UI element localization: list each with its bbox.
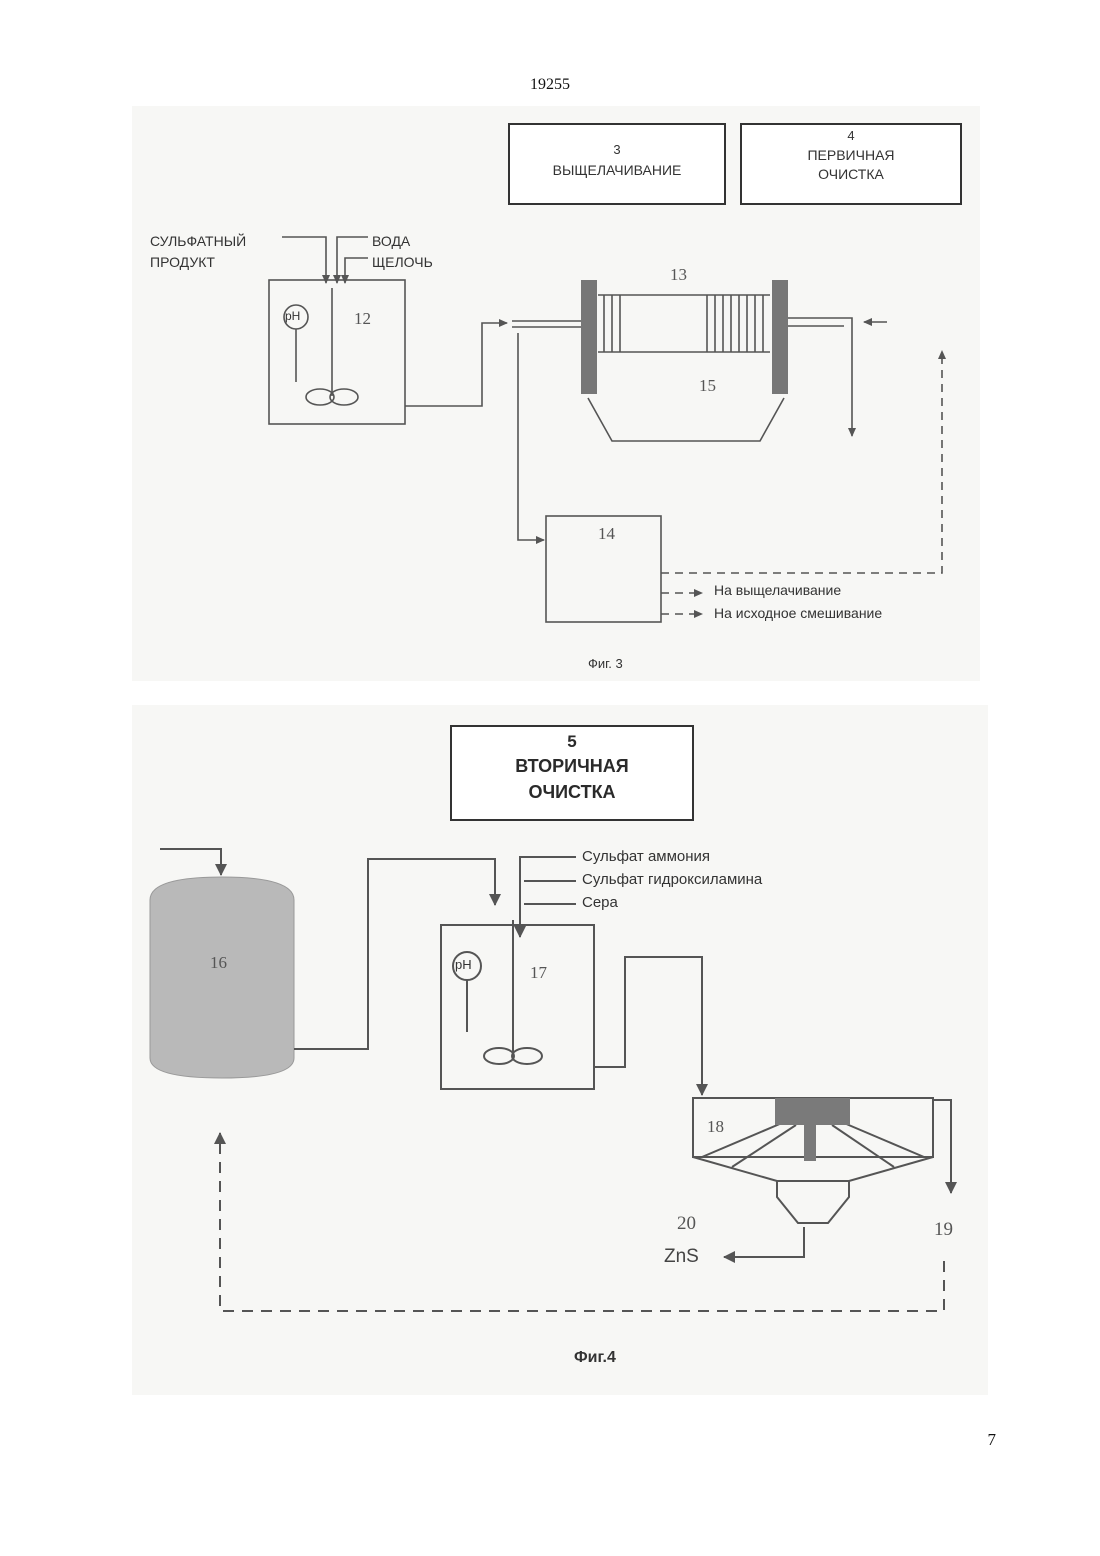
stage-5-box: 5 ВТОРИЧНАЯ ОЧИСТКА bbox=[450, 725, 694, 821]
reagent-ammonium-sulfate: Сульфат аммония bbox=[582, 846, 710, 868]
to-leaching-label: На выщелачивание bbox=[714, 580, 841, 601]
stage-4-name-line2: ОЧИСТКА bbox=[742, 165, 960, 184]
precipitation-reactor-vessel bbox=[441, 925, 594, 1089]
recycle-return-dashed bbox=[220, 1133, 944, 1311]
unit-15-number: 15 bbox=[699, 376, 716, 396]
stage-3-box: 3 ВЫЩЕЛАЧИВАНИЕ bbox=[508, 123, 726, 205]
unit-17-number: 17 bbox=[530, 963, 547, 983]
overflow-line bbox=[933, 1100, 951, 1193]
sulfate-feed-line bbox=[282, 237, 326, 283]
reactor-to-filter-line bbox=[405, 323, 507, 406]
storage-tank bbox=[150, 877, 294, 1078]
filtrate-tray bbox=[588, 398, 784, 441]
figure-3: 3 ВЫЩЕЛАЧИВАНИЕ 4 ПЕРВИЧНАЯ ОЧИСТКА СУЛЬ… bbox=[132, 106, 980, 681]
leaching-reactor-vessel bbox=[269, 280, 405, 424]
reagent-sulfur: Сера bbox=[582, 892, 618, 914]
alkali-label: ЩЕЛОЧЬ bbox=[372, 252, 433, 273]
tank-feed-line bbox=[160, 849, 221, 875]
tank-to-reactor-line bbox=[294, 859, 495, 1049]
unit-20-number: 20 bbox=[677, 1213, 696, 1235]
reagent-hydroxylamine-sulfate: Сульфат гидроксиламина bbox=[582, 869, 762, 891]
filter-press-head-left bbox=[581, 280, 597, 394]
water-label: ВОДА bbox=[372, 231, 410, 252]
zns-product-label: ZnS bbox=[664, 1246, 699, 1268]
reactor-ph-label: pH bbox=[455, 957, 472, 972]
unit-19-number: 19 bbox=[934, 1219, 953, 1241]
figure-4: 5 ВТОРИЧНАЯ ОЧИСТКА Сульфат аммония Суль… bbox=[132, 705, 988, 1395]
unit-14-number: 14 bbox=[598, 524, 615, 544]
reactor-blade-right bbox=[512, 1048, 542, 1064]
unit-13-number: 13 bbox=[670, 265, 687, 285]
filtrate-to-tank-line bbox=[518, 333, 544, 540]
reactor-to-thickener-line bbox=[594, 957, 702, 1095]
stage-3-name: ВЫЩЕЛАЧИВАНИЕ bbox=[510, 160, 724, 181]
sulfate-product-label-1: СУЛЬФАТНЫЙ bbox=[150, 231, 246, 252]
thickener-shaft bbox=[804, 1125, 816, 1161]
thickener-hopper bbox=[777, 1181, 849, 1223]
filter-plates bbox=[604, 295, 763, 352]
to-mixing-label: На исходное смешивание bbox=[714, 603, 882, 624]
filter-outlet-line bbox=[788, 318, 852, 436]
unit-12-number: 12 bbox=[354, 309, 371, 329]
stage-4-number: 4 bbox=[742, 125, 960, 146]
stage-4-box: 4 ПЕРВИЧНАЯ ОЧИСТКА bbox=[740, 123, 962, 205]
stage-4-name-line1: ПЕРВИЧНАЯ bbox=[742, 146, 960, 165]
stage-5-number: 5 bbox=[452, 731, 692, 753]
page-header-number: 19255 bbox=[0, 76, 1100, 94]
unit-16-number: 16 bbox=[210, 953, 227, 973]
zns-outlet-line bbox=[724, 1227, 804, 1257]
stage-5-name-line1: ВТОРИЧНАЯ bbox=[452, 753, 692, 779]
reactor-blade-left bbox=[484, 1048, 514, 1064]
figure-3-caption: Фиг. 3 bbox=[588, 653, 623, 674]
water-feed-line bbox=[337, 237, 368, 283]
stage-3-number: 3 bbox=[510, 139, 724, 160]
thickener-drive bbox=[775, 1098, 850, 1125]
unit-18-number: 18 bbox=[707, 1117, 724, 1137]
ph-label: pH bbox=[285, 309, 300, 323]
page-footer-number: 7 bbox=[988, 1430, 997, 1450]
filter-press-head-right bbox=[772, 280, 788, 394]
sulfate-product-label-2: ПРОДУКТ bbox=[150, 252, 215, 273]
figure-4-caption: Фиг.4 bbox=[574, 1349, 616, 1367]
stage-5-name-line2: ОЧИСТКА bbox=[452, 779, 692, 805]
rake-arm-4 bbox=[844, 1123, 924, 1157]
